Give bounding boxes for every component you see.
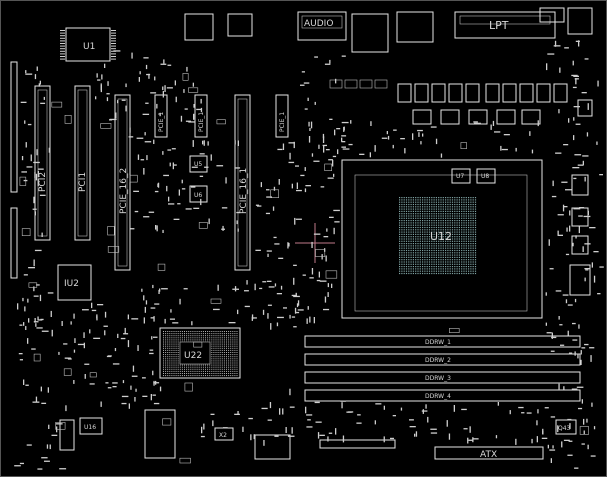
pcie16-1-label: PCIE_16_1 (239, 168, 249, 214)
passive-components (14, 40, 604, 470)
u22-chipset[interactable]: U22 (159, 327, 241, 379)
u7-chip[interactable]: U7 (451, 168, 471, 184)
u16-label: U16 (84, 424, 96, 431)
pci2-label: PCI2 (38, 172, 48, 192)
top-chip-cl (184, 13, 214, 41)
cpu-pad-grid (399, 197, 477, 275)
pcie16-2-slot[interactable]: PCIE_16_2 (114, 94, 131, 271)
pcie16-2-label: PCIE_16_2 (119, 168, 129, 214)
bottom-left-header[interactable] (59, 419, 75, 451)
u12-label: U12 (430, 230, 452, 243)
pcie1-b-label: PCIE_1 (198, 112, 205, 132)
u5-label: U5 (194, 161, 202, 168)
usb-header-bottom[interactable] (144, 409, 176, 459)
u8-label: U8 (481, 173, 489, 180)
right-chip-c (571, 235, 589, 255)
u16-chip[interactable]: U16 (79, 417, 103, 435)
front-panel-header[interactable] (254, 434, 291, 460)
pcie1-slot-b[interactable]: PCIE_1 (194, 94, 208, 138)
crosshair-marker (295, 223, 335, 263)
ddr1-label: DDRW_1 (425, 339, 451, 346)
left-edge-header (10, 61, 18, 193)
vrm-mosfet-row (329, 79, 541, 125)
lpt-connector[interactable]: LPT (454, 11, 556, 39)
audio-connector[interactable]: AUDIO (297, 11, 347, 41)
ddr4-label: DDRW_4 (425, 393, 451, 400)
iu2-chip[interactable]: IU2 (57, 264, 92, 301)
pcie16-1-slot[interactable]: PCIE_16_1 (234, 94, 251, 271)
u6-chip[interactable]: U6 (189, 185, 208, 203)
pcie1-c-label: PCIE_1 (279, 112, 286, 132)
atx-power-connector[interactable]: ATX (434, 446, 544, 460)
pci1-label: PCI1 (78, 172, 88, 192)
right-chip-a (571, 174, 589, 196)
pcie1-slot-c[interactable]: PCIE_1 (275, 94, 289, 138)
left-edge-header-2 (10, 207, 18, 279)
ddr3-label: DDRW_3 (425, 375, 451, 382)
iu2-label: IU2 (64, 279, 79, 289)
right-chip-e (577, 99, 593, 117)
u22-label: U22 (184, 351, 202, 361)
pcie1-a-label: PCIE_1 (158, 112, 165, 132)
small-top-connector[interactable] (539, 7, 565, 23)
ddr-slot-3[interactable]: DDRW_3 (304, 371, 581, 384)
ddr-slot-1[interactable]: DDRW_1 (304, 335, 581, 348)
usb-connector[interactable] (396, 11, 434, 43)
atx-label: ATX (480, 450, 497, 460)
lpt-label: LPT (489, 19, 509, 32)
u8-chip[interactable]: U8 (476, 168, 496, 184)
bottom-strip (319, 439, 396, 449)
ddr2-label: DDRW_2 (425, 357, 451, 364)
u6-label: U6 (194, 192, 202, 199)
ddr-slot-2[interactable]: DDRW_2 (304, 353, 581, 366)
q43-label: Q43 (558, 425, 571, 432)
top-chip-2 (227, 13, 253, 37)
u7-label: U7 (456, 173, 464, 180)
vrm-inductor-row (397, 83, 568, 103)
pci1-slot[interactable]: PCI1 (74, 85, 91, 241)
audio-label: AUDIO (304, 19, 333, 29)
u1-label: U1 (83, 42, 95, 52)
cpu-socket[interactable]: U12 (341, 159, 543, 319)
usb-lan-connector[interactable] (351, 13, 389, 53)
u5-chip[interactable]: U5 (189, 155, 208, 173)
right-chip-d (569, 264, 591, 296)
x2-crystal[interactable]: X2 (214, 427, 234, 441)
pcie1-slot-a[interactable]: PCIE_1 (154, 94, 168, 138)
ddr-slot-4[interactable]: DDRW_4 (304, 389, 581, 402)
q43-mosfet[interactable]: Q43 (555, 419, 577, 435)
x2-label: X2 (219, 432, 227, 439)
u1-chip[interactable]: U1 (65, 27, 111, 62)
corner-connector[interactable] (567, 7, 593, 35)
